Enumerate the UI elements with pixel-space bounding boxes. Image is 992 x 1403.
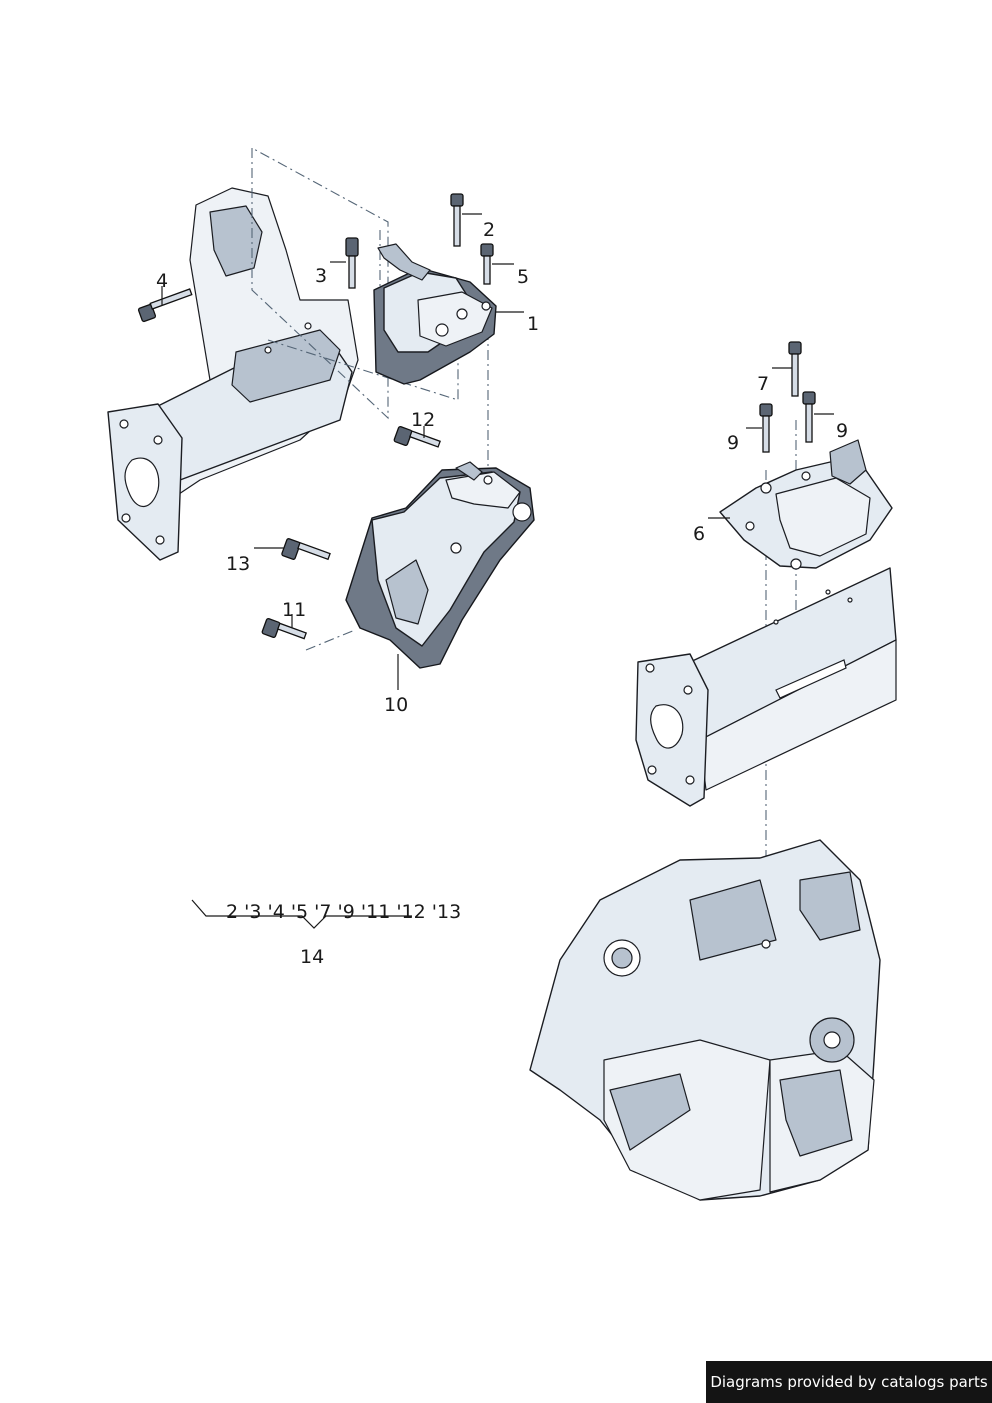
bolt-13 (281, 538, 331, 561)
callout-12: 12 (411, 409, 435, 431)
callout-1: 1 (527, 313, 539, 335)
callout-2: 2 (483, 219, 495, 241)
callout-5: 5 (517, 266, 529, 288)
callout-14: 14 (300, 946, 324, 968)
callout-9-right: 9 (836, 420, 848, 442)
right-chassis-rail (635, 567, 897, 807)
bolt-11 (261, 618, 308, 640)
callout-10: 10 (384, 694, 408, 716)
engine-mount-1 (373, 243, 497, 385)
callout-leaders (161, 213, 834, 929)
callout-13: 13 (226, 553, 250, 575)
bolt-4 (137, 288, 193, 323)
bolt-5 (480, 243, 494, 285)
bolt-9-left (759, 403, 773, 453)
callout-3: 3 (315, 265, 327, 287)
callout-7: 7 (757, 373, 769, 395)
callout-labels: 1 2 3 4 5 6 7 9 9 10 11 12 13 14 2 '3 '4… (156, 219, 848, 968)
callout-4: 4 (156, 270, 168, 292)
callout-6: 6 (693, 523, 705, 545)
left-chassis-rail (107, 187, 359, 561)
gearbox-mount-6 (719, 439, 893, 570)
catalog-credit-badge: Diagrams provided by catalogs parts (706, 1361, 992, 1403)
bolt-12 (393, 426, 441, 448)
bolt-7 (788, 341, 802, 397)
bolt-2 (450, 193, 464, 247)
callout-9-left: 9 (727, 432, 739, 454)
callout-11: 11 (282, 599, 306, 621)
kit-contents-list: 2 '3 '4 '5 '7 '9 '11 '12 '13 (226, 901, 461, 923)
bolt-9-right (802, 391, 816, 443)
bolt-3 (345, 237, 359, 289)
transmission-housing (529, 839, 881, 1201)
bracket-10 (345, 461, 535, 669)
